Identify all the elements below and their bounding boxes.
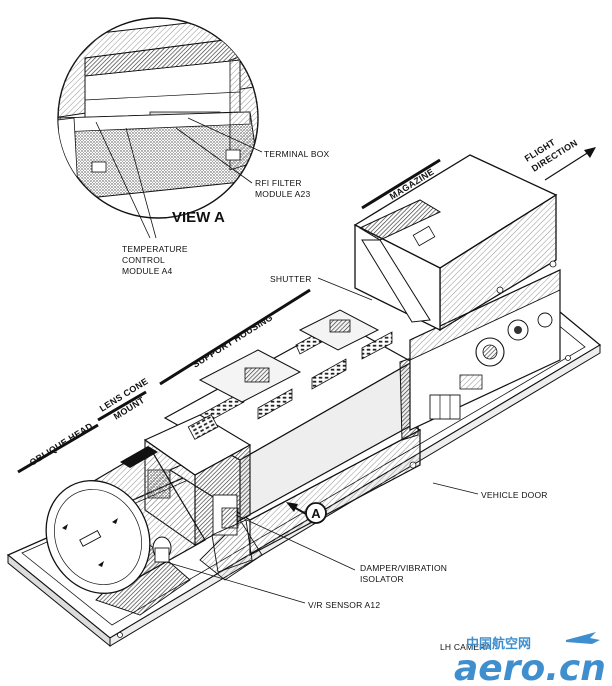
- temp-control-label-2: CONTROL: [122, 255, 165, 265]
- watermark: 中国航空网 aero.cn: [454, 632, 606, 686]
- vehicle-door-label: VEHICLE DOOR: [481, 490, 548, 500]
- oblique-head-label: OBLIQUE HEAD: [28, 421, 95, 468]
- temp-control-label-3: MODULE A4: [122, 266, 173, 276]
- watermark-brand: aero.cn: [454, 648, 606, 686]
- airplane-icon: [566, 632, 600, 644]
- view-a-inset: [57, 17, 259, 219]
- view-a-title: VIEW A: [172, 209, 225, 226]
- temp-control-label-1: TEMPERATURE: [122, 244, 188, 254]
- rfi-filter-label-1: RFI FILTER: [255, 178, 302, 188]
- rfi-filter-label-2: MODULE A23: [255, 189, 310, 199]
- view-a-marker: [305, 502, 327, 524]
- watermark-chinese: 中国航空网: [466, 636, 531, 652]
- view-a-marker-text: A: [311, 506, 321, 521]
- terminal-box-label: TERMINAL BOX: [264, 149, 330, 159]
- shutter-label: SHUTTER: [270, 274, 312, 284]
- damper-label-2: ISOLATOR: [360, 574, 404, 584]
- damper-label-1: DAMPER/VIBRATION: [360, 563, 447, 573]
- vr-sensor-label: V/R SENSOR A12: [308, 600, 380, 610]
- magazine-housing: [353, 154, 561, 431]
- leader-lines: [17, 117, 596, 604]
- oblique-head: [45, 446, 206, 594]
- lh-camera-label: LH CAMERA: [440, 642, 492, 652]
